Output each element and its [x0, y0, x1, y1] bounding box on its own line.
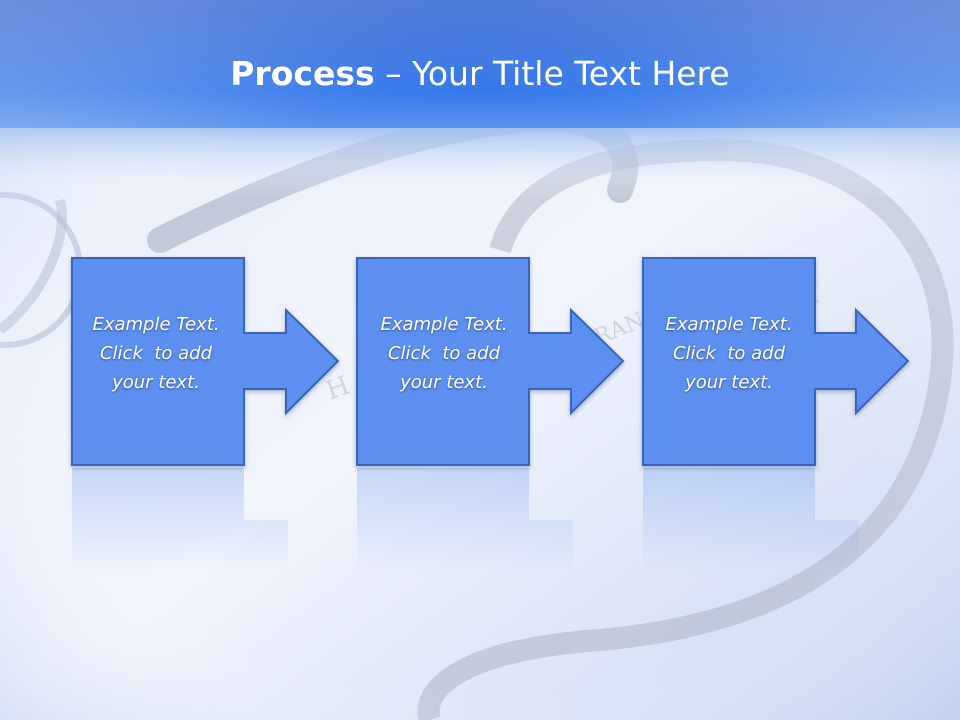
step-1-line-2: Click to add — [99, 343, 212, 364]
step-3-shape[interactable] — [642, 257, 910, 466]
process-step-1[interactable] — [71, 257, 340, 572]
title-rest: Your Title Text Here — [412, 54, 730, 93]
step-2-shape[interactable] — [356, 257, 625, 466]
step-1-line-1: Example Text. — [92, 314, 220, 335]
step-2-line-2: Click to add — [387, 343, 500, 364]
step-2-line-3: your text. — [400, 372, 488, 393]
step-2-line-1: Example Text. — [380, 314, 508, 335]
process-step-2[interactable] — [356, 257, 625, 572]
title-dash: – — [374, 54, 413, 93]
step-2-reflection — [357, 468, 573, 572]
step-1-line-3: your text. — [112, 372, 200, 393]
title-bar: Process – Your Title Text Here — [0, 0, 960, 150]
step-3-reflection — [643, 468, 859, 572]
step-1-shape[interactable] — [71, 257, 340, 466]
title-bold: Process — [230, 54, 375, 93]
step-3-line-3: your text. — [685, 372, 773, 393]
step-3-line-1: Example Text. — [665, 314, 793, 335]
step-3-line-2: Click to add — [672, 343, 785, 364]
step-2-text[interactable]: Example Text. Click to add your text. — [359, 310, 529, 397]
step-1-reflection — [72, 468, 288, 572]
step-1-text[interactable]: Example Text. Click to add your text. — [71, 310, 241, 397]
slide-title[interactable]: Process – Your Title Text Here — [0, 52, 960, 96]
step-3-text[interactable]: Example Text. Click to add your text. — [644, 310, 814, 397]
process-step-3[interactable] — [642, 257, 910, 572]
